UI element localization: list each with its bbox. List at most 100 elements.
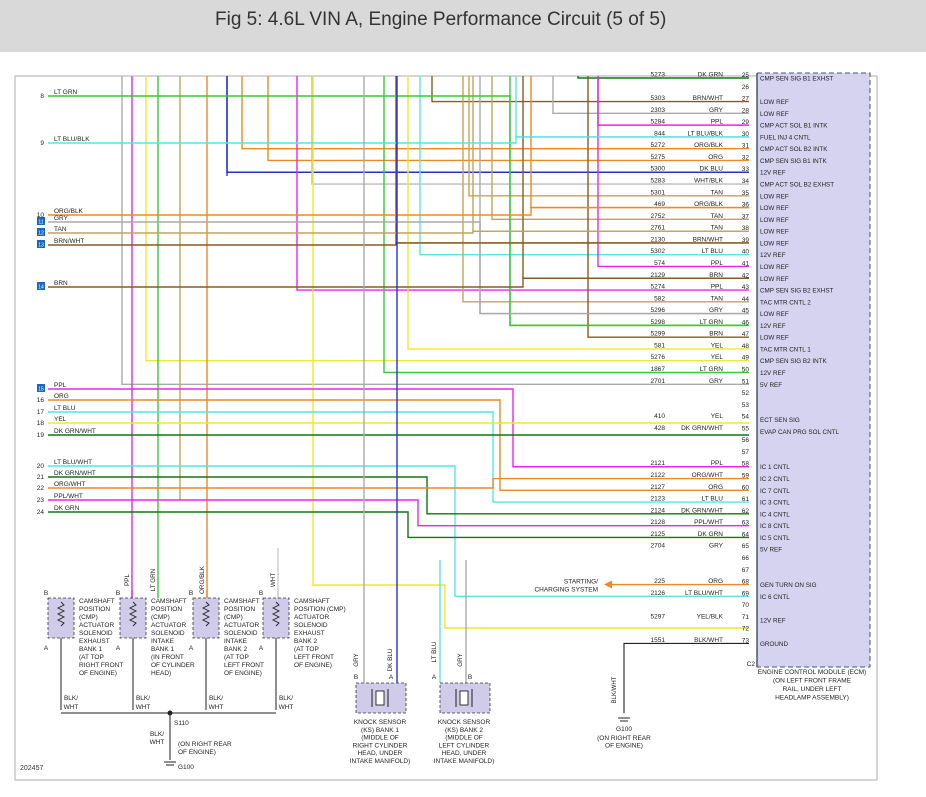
ecm-wire-color: DK GRN/WHT: [681, 425, 723, 432]
solenoid-label-line: OF ENGINE): [79, 670, 117, 677]
starting-label: STARTING/: [564, 579, 598, 586]
ecm-ground-location: (ON RIGHT REAR: [597, 735, 651, 742]
ecm-pin-function: LOW REF: [760, 111, 789, 118]
ecm-wire-color: LT BLU: [702, 248, 724, 255]
ecm-pin-number: 67: [742, 567, 750, 574]
left-pin-number: 14: [38, 285, 44, 291]
left-wire-label: TAN: [54, 226, 67, 233]
ecm-pin-number: 61: [742, 496, 750, 503]
solenoid-label-line: LEFT FRONT: [224, 662, 264, 669]
ecm-wire-color: DK BLU: [700, 166, 724, 173]
ecm-pin-function: TAC MTR CNTL 2: [760, 299, 811, 306]
left-wire-24: [48, 511, 749, 539]
solenoid-label-line: ACTUATOR: [151, 622, 186, 629]
ks-pin: B: [468, 674, 472, 681]
ecm-pin-number: 46: [742, 319, 750, 326]
ecm-pin-function: 12V REF: [760, 252, 786, 259]
ecm-circuit-number: 5299: [651, 331, 666, 338]
left-wire-label: LT BLU: [54, 405, 76, 412]
ecm-pin-function: LOW REF: [760, 276, 789, 283]
ecm-label-line: RAIL, UNDER LEFT: [783, 686, 842, 693]
ecm-wire-color: LT BLU: [702, 496, 724, 503]
ecm-circuit-number: 2124: [651, 507, 666, 514]
left-wire-23: [48, 499, 749, 527]
ecm-wire-51: [121, 76, 749, 385]
ecm-pin-function: LOW REF: [760, 99, 789, 106]
ecm-pin-number: 28: [742, 107, 750, 114]
ecm-wire-color: BRN: [709, 272, 723, 279]
ecm-pin-function: FUEL INJ 4 CNTL: [760, 134, 811, 141]
ecm-wire-color: PPL: [711, 119, 724, 126]
ecm-pin-number: 57: [742, 449, 750, 456]
knock-sensor-label-line: (KS) BANK 2: [445, 727, 483, 734]
ecm-ground-wire: [623, 642, 749, 713]
knock-sensor-label-line: LEFT CYLINDER: [439, 742, 490, 749]
solenoid-label-line: CAMSHAFT: [79, 598, 115, 605]
solenoid-pin-a: A: [259, 645, 264, 652]
left-pin-number: 9: [40, 140, 44, 147]
solenoid-coil-icon: [128, 601, 138, 627]
ecm-pin-number: 59: [742, 473, 750, 480]
solenoid-label-line: POSITION: [79, 606, 110, 613]
ecm-circuit-number: 2127: [651, 484, 666, 491]
ecm-pin-number: 32: [742, 154, 750, 161]
knock-sensor-label-line: KNOCK SENSOR: [438, 719, 491, 726]
knock-sensor-label-line: (MIDDLE OF: [361, 735, 399, 742]
ecm-pin-function: LOW REF: [760, 217, 789, 224]
solenoid-label-line: EXHAUST: [294, 630, 325, 637]
solenoid-wire-label: PPL: [124, 574, 131, 586]
ecm-pin-number: 44: [742, 296, 750, 303]
solenoid-label-line: RIGHT FRONT: [79, 662, 123, 669]
ecm-pin-number: 42: [742, 272, 750, 279]
pin-badge: [37, 228, 45, 236]
solenoid-label-line: POSITION: [151, 606, 182, 613]
ecm-circuit-number: 5303: [651, 95, 666, 102]
left-pin-number: 13: [38, 243, 44, 249]
ecm-pin-number: 48: [742, 343, 750, 350]
ecm-pin-number: 66: [742, 555, 750, 562]
ecm-pin-number: 39: [742, 237, 750, 244]
ecm-circuit-number: 2701: [651, 378, 666, 385]
solenoid-ground-label: BLK/: [136, 695, 150, 702]
ecm-circuit-number: 5274: [651, 284, 666, 291]
ecm-wire-color: LT GRN: [700, 319, 724, 326]
ecm-circuit-number: 2752: [651, 213, 666, 220]
left-pin-number: 24: [37, 509, 45, 516]
left-wire-label: DK GRN: [54, 505, 80, 512]
ecm-circuit-number: 469: [654, 201, 665, 208]
ecm-pin-number: 60: [742, 484, 750, 491]
left-pin-number: 20: [37, 463, 45, 470]
ecm-pin-function: IC 6 CNTL: [760, 594, 790, 601]
left-wire-10: [48, 206, 749, 216]
ecm-label-line: (ON LEFT FRONT FRAME: [773, 678, 852, 685]
solenoid-pin-b: B: [116, 590, 120, 597]
ecm-wire-41: [597, 76, 749, 268]
ecm-pin-number: 30: [742, 131, 750, 138]
left-pin-number: 11: [38, 220, 43, 226]
ecm-wire-color: BRN/WHT: [693, 236, 723, 243]
ecm-circuit-number: 581: [654, 342, 665, 349]
ecm-pin-function: LOW REF: [760, 193, 789, 200]
ecm-pin-number: 54: [742, 414, 750, 421]
ecm-pin-function: IC 1 CNTL: [760, 464, 790, 471]
ecm-label-line: HEADLAMP ASSEMBLY): [775, 695, 849, 702]
solenoid-label-line: CAMSHAFT: [294, 598, 330, 605]
knock-sensor-label-line: (MIDDLE OF: [445, 735, 483, 742]
ecm-circuit-number: 2303: [651, 107, 666, 114]
ecm-circuit-number: 2123: [651, 496, 666, 503]
pin-badge: [37, 384, 45, 392]
ecm-pin-function: 12V REF: [760, 617, 786, 624]
splice-name: S110: [174, 720, 189, 727]
ecm-wire-color: ORG: [708, 578, 723, 585]
ecm-wire-color: ORG/BLK: [694, 142, 724, 149]
ecm-circuit-number: 1551: [651, 637, 666, 644]
ecm-pin-function: LOW REF: [760, 205, 789, 212]
ecm-pin-function: 12V REF: [760, 170, 786, 177]
left-wire-label: BRN: [54, 280, 68, 287]
ecm-wire-color: DK GRN/WHT: [681, 507, 723, 514]
ecm-pin-number: 35: [742, 190, 750, 197]
left-wire-label: GRY: [54, 215, 69, 222]
left-wire-label: LT BLU/WHT: [54, 459, 92, 466]
splice-wire-label: WHT: [150, 739, 165, 746]
